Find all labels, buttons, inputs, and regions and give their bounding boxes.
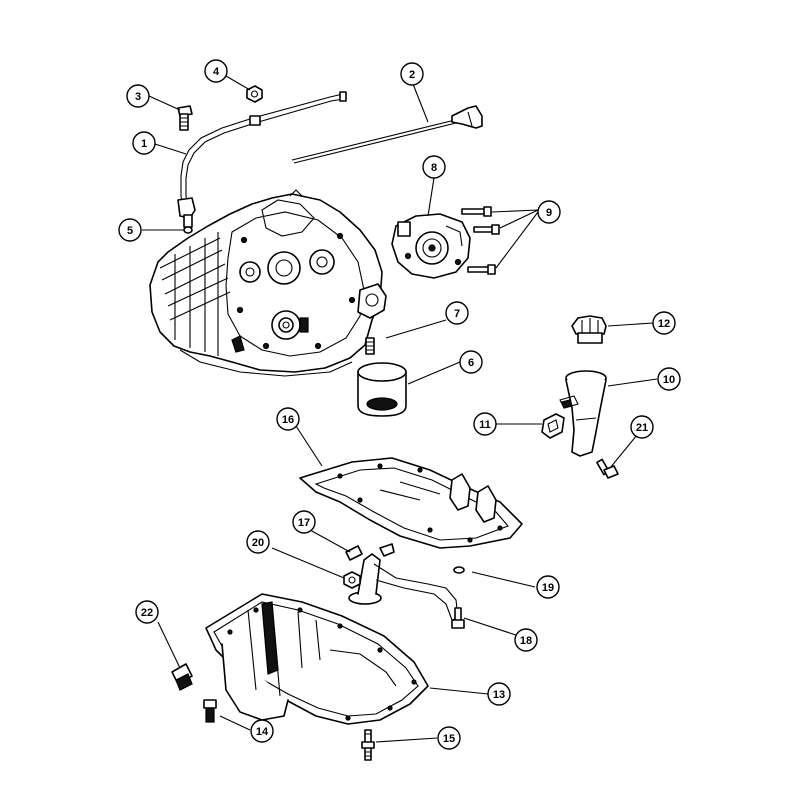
callout-label: 12: [658, 318, 670, 330]
windage-tray: [299, 457, 523, 549]
engine-block: [149, 189, 387, 377]
callout-13: 13: [487, 682, 511, 706]
callout-1: 1: [132, 131, 156, 155]
callout-label: 7: [454, 308, 460, 320]
callout-label: 1: [141, 138, 147, 150]
bolt-14: [203, 699, 217, 723]
filler-tube-gasket: [541, 413, 565, 439]
callout-label: 19: [542, 582, 554, 594]
callout-label: 13: [493, 689, 505, 701]
callout-label: 18: [520, 635, 532, 647]
dipstick-tube: [177, 91, 347, 228]
bolt-3: [177, 105, 193, 131]
callout-2: 2: [400, 62, 424, 86]
callout-22: 22: [135, 600, 159, 624]
callout-label: 10: [663, 374, 675, 386]
callout-label: 16: [282, 414, 294, 426]
callout-14: 14: [250, 719, 274, 743]
callout-20: 20: [246, 530, 270, 554]
callout-17: 17: [292, 510, 316, 534]
o-ring-5: [183, 226, 193, 234]
callout-label: 20: [252, 537, 264, 549]
callout-7: 7: [445, 301, 469, 325]
callout-label: 6: [468, 357, 474, 369]
callout-3: 3: [126, 84, 150, 108]
callout-21: 21: [630, 415, 654, 439]
bolt-21: [596, 458, 619, 479]
callout-4: 4: [204, 59, 228, 83]
oil-filter-adapter-fitting: [365, 337, 375, 355]
callout-12: 12: [652, 311, 676, 335]
oil-filter: [357, 362, 407, 417]
o-ring-19: [453, 566, 465, 574]
callout-16: 16: [276, 407, 300, 431]
callout-label: 5: [127, 225, 133, 237]
leader-lines: [142, 75, 658, 743]
callout-10: 10: [657, 367, 681, 391]
callout-label: 3: [135, 91, 141, 103]
stud-15: [361, 729, 375, 761]
callout-label: 15: [443, 733, 455, 745]
pump-bolts: [461, 206, 500, 275]
dipstick: [291, 105, 483, 164]
callout-9: 9: [537, 200, 561, 224]
callout-11: 11: [473, 412, 497, 436]
callout-label: 14: [256, 726, 269, 738]
callout-8: 8: [422, 155, 446, 179]
bolt-18: [451, 607, 465, 629]
oil-pickup-tube: [345, 543, 459, 621]
callout-18: 18: [514, 628, 538, 652]
nut-20: [343, 571, 361, 589]
callout-label: 22: [141, 607, 153, 619]
drain-plug: [171, 663, 193, 691]
callout-label: 11: [479, 419, 491, 431]
callout-label: 2: [409, 69, 415, 81]
callout-5: 5: [118, 218, 142, 242]
callout-label: 4: [213, 66, 220, 78]
callout-label: 8: [431, 162, 437, 174]
callout-label: 9: [546, 207, 552, 219]
oil-filler-tube: [559, 370, 607, 457]
callout-label: 21: [636, 422, 648, 434]
callout-label: 17: [298, 517, 310, 529]
oil-filler-cap: [571, 315, 607, 344]
callout-6: 6: [459, 350, 483, 374]
callout-15: 15: [437, 726, 461, 750]
nut-4: [246, 85, 263, 103]
oil-pump: [391, 213, 471, 279]
callout-19: 19: [536, 575, 560, 599]
oil-pan: [205, 593, 429, 725]
